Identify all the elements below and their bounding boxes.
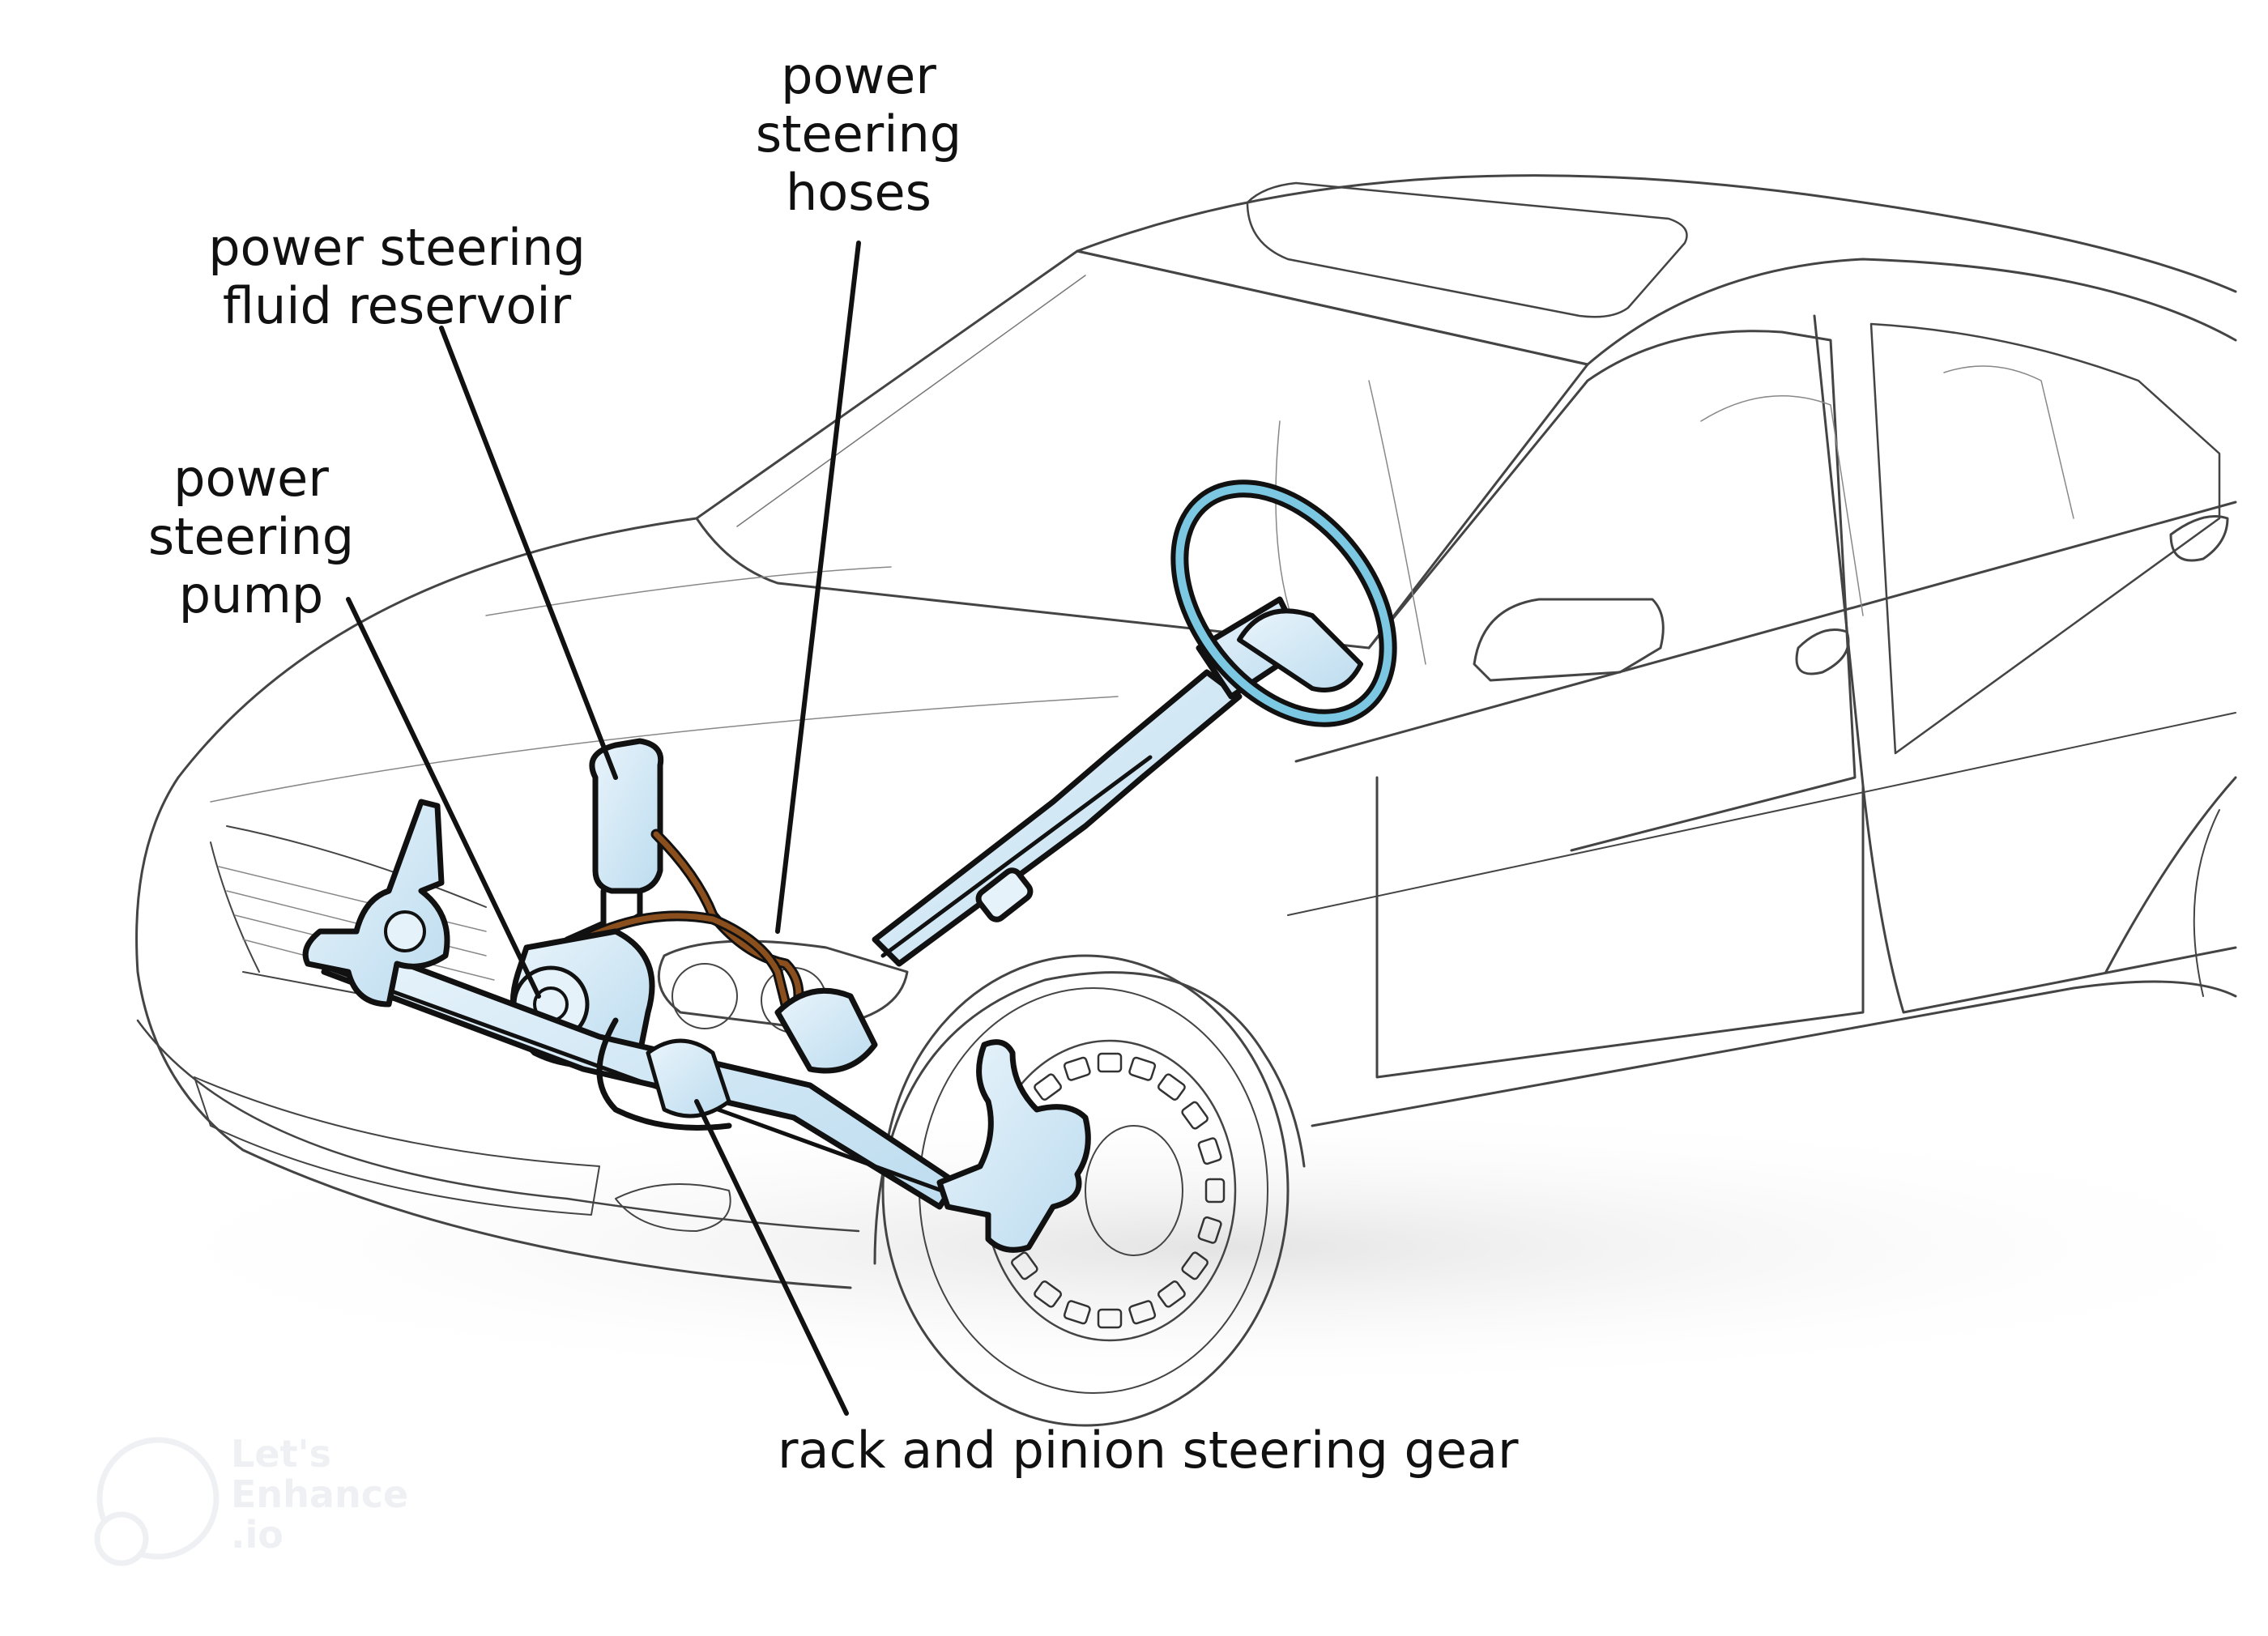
steering-wheel-ring xyxy=(1175,484,1392,722)
label-line: fluid reservoir xyxy=(222,276,572,335)
rim-vent-hole xyxy=(1181,1101,1209,1130)
rim-vent-hole xyxy=(1063,1300,1091,1325)
rim-vent-hole xyxy=(1157,1073,1186,1101)
fluid-reservoir xyxy=(589,738,664,894)
leader-line-reservoir xyxy=(439,326,618,780)
windshield-inner xyxy=(736,275,1086,527)
hood-crease xyxy=(210,696,1119,803)
steering-wheel-hub xyxy=(1237,608,1363,692)
leader-lines xyxy=(346,241,861,1416)
leader-line-rack xyxy=(694,1099,849,1416)
rack-boot xyxy=(646,1038,731,1118)
label-fluid-reservoir: power steering fluid reservoir xyxy=(162,219,632,335)
lower-intake xyxy=(194,1076,600,1216)
hood-edge xyxy=(177,517,698,779)
watermark-line: .io xyxy=(231,1513,284,1557)
wheel-arch xyxy=(873,971,1306,1265)
watermark-line: Enhance xyxy=(231,1472,409,1516)
rim-vent-hole xyxy=(1097,1308,1123,1329)
label-power-steering-pump: power steering pump xyxy=(122,449,381,624)
rim-vent-hole xyxy=(1204,1178,1226,1204)
universal-joint xyxy=(975,867,1034,922)
rack-bar xyxy=(313,961,966,1201)
label-line: steering xyxy=(147,507,355,566)
door-handle-rear xyxy=(2169,515,2229,562)
watermark-logo-icon xyxy=(94,1437,220,1566)
rim-vent-hole xyxy=(1011,1251,1038,1280)
hood-crease-2 xyxy=(485,566,892,616)
right-steering-knuckle xyxy=(936,1039,1091,1253)
watermark-line: Let's xyxy=(231,1432,331,1476)
watermark-text: Let's Enhance .io xyxy=(231,1434,408,1555)
front-window xyxy=(1367,330,1857,852)
label-power-steering-hoses: power steering hoses xyxy=(713,47,1004,222)
rim-vent-hole xyxy=(1157,1280,1186,1308)
car-body xyxy=(135,174,2237,1427)
ground-shadow xyxy=(81,1101,2268,1393)
front-door xyxy=(1375,776,1865,1079)
side-mirror xyxy=(1473,598,1665,682)
watermark: Let's Enhance .io xyxy=(81,1425,437,1604)
headlight xyxy=(657,939,909,1030)
rim-vent-hole xyxy=(1197,1216,1222,1244)
leader-line-pump xyxy=(346,597,541,999)
steering-system xyxy=(302,479,1397,1253)
rim-vent-hole xyxy=(1097,1052,1123,1073)
label-rack-and-pinion: rack and pinion steering gear xyxy=(778,1421,1652,1480)
label-line: pump xyxy=(178,565,324,624)
rim-vent-hole xyxy=(1034,1073,1063,1101)
sunroof xyxy=(1246,181,1688,318)
steering-column xyxy=(872,669,1243,967)
b-pillar xyxy=(1813,314,1865,787)
rear-tire xyxy=(2193,809,2220,997)
rim-vent-hole xyxy=(1128,1300,1157,1325)
label-line: power steering xyxy=(208,218,586,277)
roof-outline xyxy=(1076,174,2237,293)
label-line: steering xyxy=(755,104,962,164)
rim-vent-hole xyxy=(1128,1056,1157,1081)
return-hose-color xyxy=(653,831,802,1008)
left-knuckle-hub xyxy=(384,910,426,952)
rear-window xyxy=(1869,322,2221,755)
windshield xyxy=(695,249,1589,650)
label-line: power xyxy=(781,46,936,105)
bumper xyxy=(136,1019,860,1233)
rear-seat xyxy=(1700,365,2074,616)
pinion-valve xyxy=(774,987,878,1074)
rim-vent-hole xyxy=(1197,1137,1222,1165)
side-crease xyxy=(1287,712,2236,916)
rear-wheel-arch xyxy=(2104,776,2237,974)
a-pillar xyxy=(1586,258,2237,366)
label-line: hoses xyxy=(786,163,932,222)
rocker-panel xyxy=(1311,980,2237,1127)
left-steering-knuckle xyxy=(302,799,450,1008)
label-line: rack and pinion steering gear xyxy=(778,1421,1519,1480)
rear-door xyxy=(1861,784,2237,1014)
fog-light xyxy=(615,1183,731,1232)
rim-vent-hole xyxy=(1063,1056,1091,1081)
pressure-hose-color xyxy=(580,913,789,1008)
rim-vent-hole xyxy=(1034,1280,1063,1308)
feed-line xyxy=(596,1017,732,1131)
headlight-lens-1 xyxy=(671,963,738,1029)
front-hub xyxy=(1085,1125,1183,1256)
rim-vent-hole xyxy=(1181,1251,1209,1280)
belt-line xyxy=(1294,501,2237,763)
label-line: power xyxy=(173,449,329,508)
front-tire-outer xyxy=(881,954,1290,1427)
steering-column-shaft xyxy=(880,755,1153,958)
leader-line-hoses xyxy=(775,241,861,934)
door-handle-front xyxy=(1795,628,1850,675)
